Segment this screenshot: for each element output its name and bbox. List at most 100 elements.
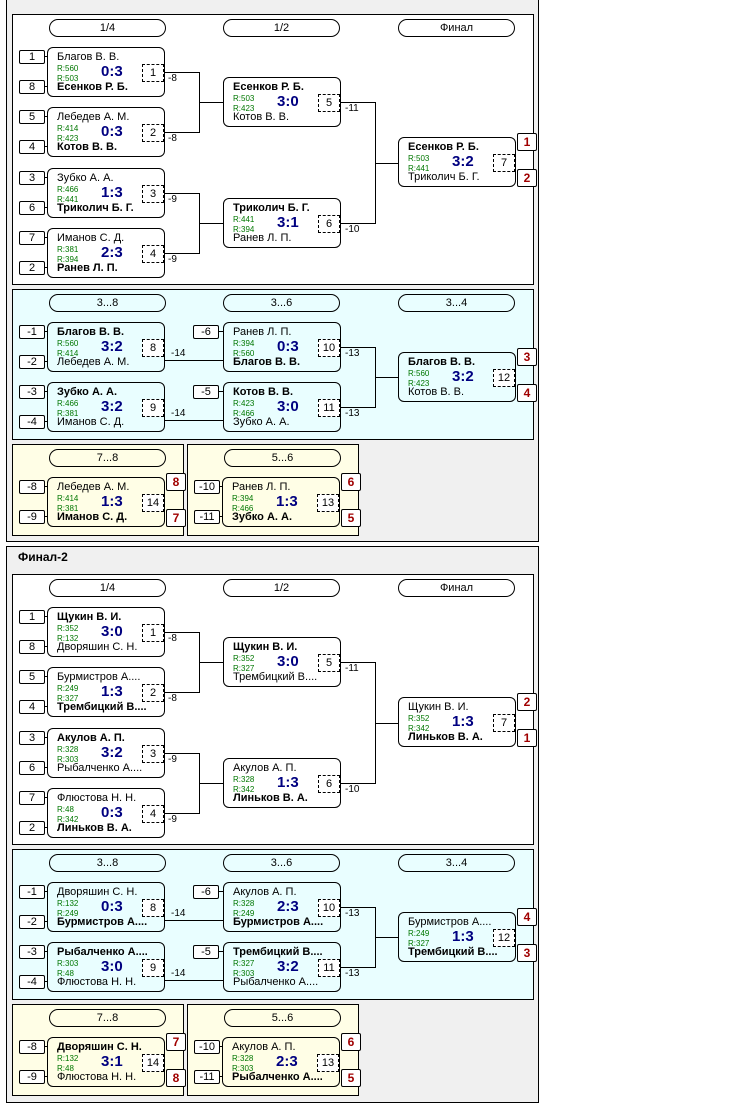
connector-line [165,813,199,814]
player-top-name: Дворяшин С. Н. [57,1041,142,1053]
match-number: 8 [142,339,164,357]
player-bottom-rating: R:327 [408,939,430,948]
player-bottom-rating: R:327 [57,694,79,703]
player-bottom-name: Дворяшин С. Н. [57,641,138,653]
round-header: Финал [398,579,515,597]
match-score: 1:3 [101,184,123,201]
player-bottom-rating: R:560 [233,349,255,358]
player-bottom-name: Бурмистров А.... [233,916,323,928]
match-score: 3:0 [101,958,123,975]
seed-top: 3 [19,171,45,185]
loser-destination-label: -14 [171,968,186,979]
place-bottom: 8 [166,1069,186,1087]
loser-destination-label: -8 [168,133,177,144]
player-bottom-rating: R:423 [233,104,255,113]
loser-destination-label: -13 [345,348,360,359]
seed-bottom: -4 [19,415,45,429]
player-top-rating: R:414 [57,124,79,133]
connector-line [165,360,223,361]
loser-destination-label: -9 [168,814,177,825]
player-bottom-name: Есенков Р. Б. [57,81,128,93]
player-bottom-rating: R:441 [57,195,79,204]
seed-top: -5 [193,385,219,399]
player-bottom-name: Лебедев А. М. [57,356,130,368]
player-top-rating: R:328 [57,745,79,754]
connector-line [341,783,375,784]
connector-line [375,377,398,378]
player-bottom-name: Линьков В. А. [233,792,308,804]
seed-bottom: 6 [19,201,45,215]
player-bottom-name: Линьков В. А. [408,731,483,743]
match-score: 3:0 [277,93,299,110]
match-score: 0:3 [101,804,123,821]
seed-top: 5 [19,110,45,124]
match-number: 3 [142,185,164,203]
connector-line [341,223,375,224]
seed-bottom: 2 [19,821,45,835]
connector-line [199,102,223,103]
seed-bottom: -11 [194,1070,220,1084]
player-top-rating: R:394 [232,494,254,503]
match-score: 0:3 [101,898,123,915]
player-top-name: Бурмистров А.... [408,916,492,928]
player-top-name: Бурмистров А.... [57,671,141,683]
player-bottom-rating: R:327 [233,664,255,673]
player-bottom-rating: R:441 [408,164,430,173]
player-top-rating: R:132 [57,899,79,908]
player-top-rating: R:560 [408,369,430,378]
player-top-rating: R:381 [57,245,79,254]
match-number: 13 [317,1054,339,1072]
player-top-rating: R:560 [57,64,79,73]
connector-line [165,132,199,133]
seed-bottom: 6 [19,761,45,775]
player-bottom-name: Флюстова Н. Н. [57,1071,137,1083]
place-top: 6 [341,473,361,491]
loser-destination-label: -13 [345,408,360,419]
connector-line [375,162,398,164]
round-header: 5...6 [224,1009,341,1027]
seed-bottom: -11 [194,510,220,524]
match-score: 3:0 [101,623,123,640]
loser-destination-label: -10 [345,784,360,795]
match-number: 1 [142,624,164,642]
match-score: 1:3 [276,493,298,510]
player-top-rating: R:423 [233,399,255,408]
player-top-name: Рыбалченко А.... [57,946,147,958]
connector-line [165,253,199,254]
player-bottom-rating: R:249 [57,909,79,918]
connector-line [341,662,375,663]
seed-top: 7 [19,231,45,245]
player-bottom-name: Трембицкий В.... [233,671,318,683]
player-top-rating: R:441 [233,215,255,224]
place-top: 6 [341,1033,361,1051]
